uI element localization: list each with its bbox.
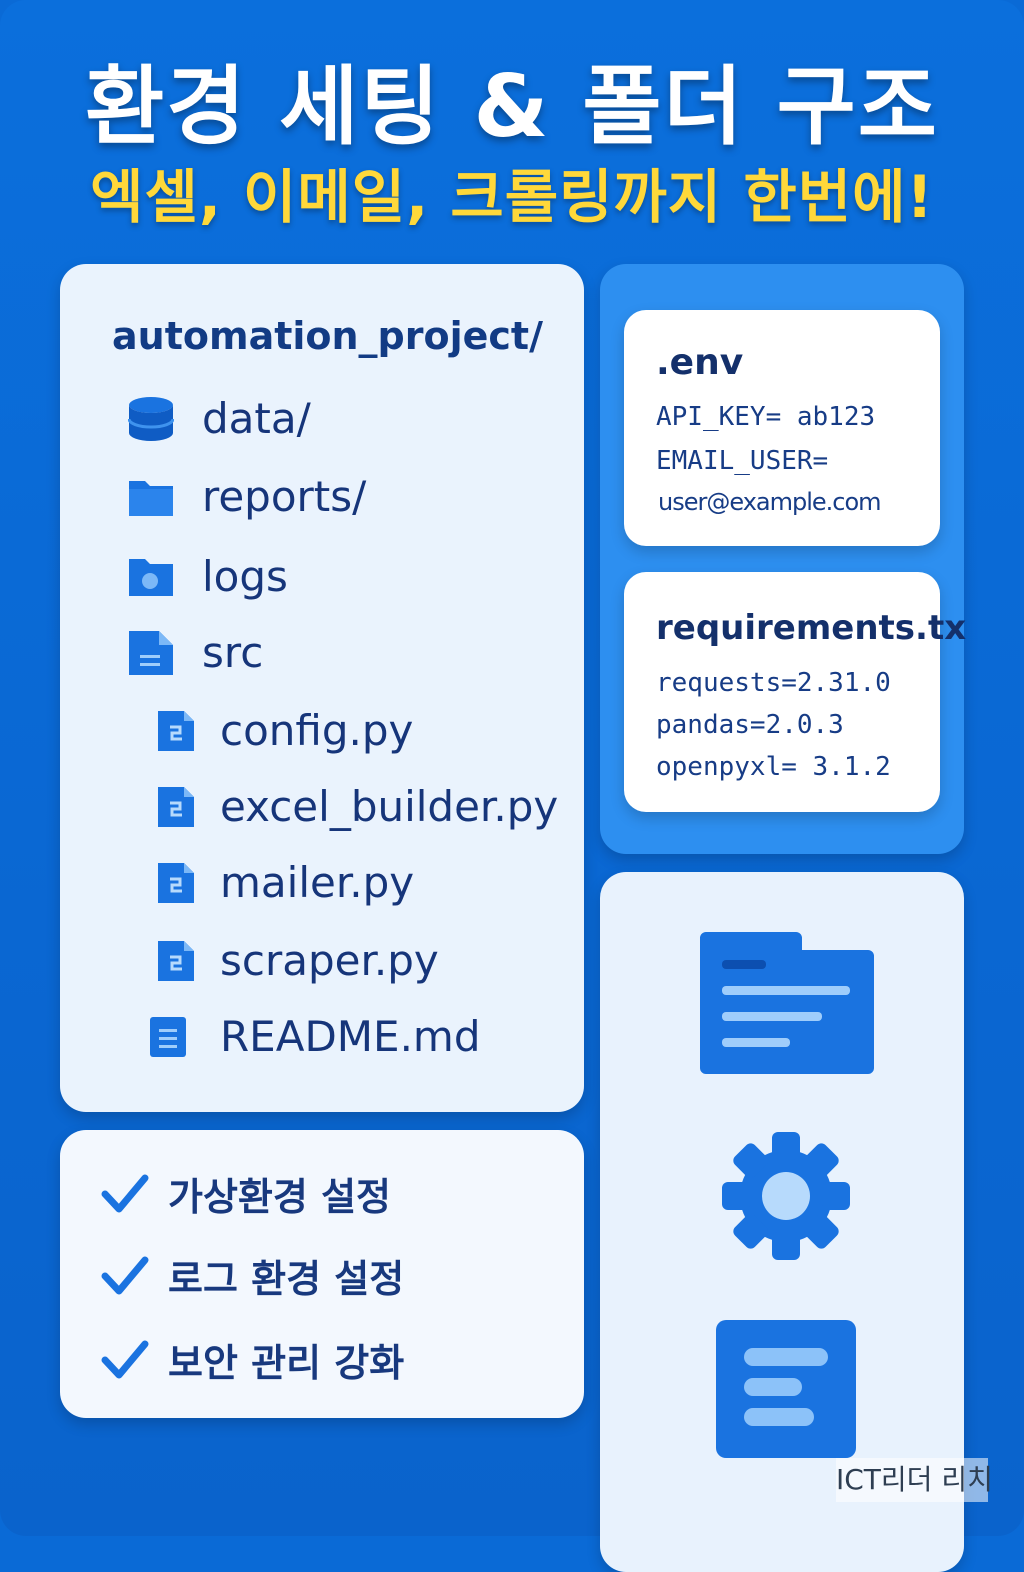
check-icon xyxy=(101,1174,149,1212)
env-line: API_KEY= ab123 xyxy=(656,402,876,432)
tree-item-mailer[interactable]: mailer.py xyxy=(156,858,414,907)
python-file-icon xyxy=(158,786,194,827)
env-file-card xyxy=(624,310,940,546)
gear-icon xyxy=(722,1132,850,1260)
root-folder-name: automation_project/ xyxy=(112,314,543,358)
tree-item-label: reports/ xyxy=(202,472,367,521)
requirements-file-name: requirements.tx xyxy=(656,608,967,648)
checklist-item: 보안 관리 강화 xyxy=(100,1332,404,1387)
tree-item-config[interactable]: config.py xyxy=(156,706,413,755)
document-icon xyxy=(150,1016,186,1057)
tree-item-logs[interactable]: logs xyxy=(128,552,288,601)
requirements-line: openpyxl= 3.1.2 xyxy=(656,752,891,782)
env-line: EMAIL_USER= xyxy=(656,446,829,476)
tree-item-label: data/ xyxy=(202,394,311,443)
watermark: ICT리더 리치 xyxy=(836,1458,993,1502)
checklist-label: 로그 환경 설정 xyxy=(168,1257,405,1301)
check-icon xyxy=(101,1256,149,1294)
env-file-name: .env xyxy=(656,342,744,383)
env-line: user@example.com xyxy=(658,488,882,516)
tree-item-src[interactable]: src xyxy=(128,628,263,677)
tree-item-scraper[interactable]: scraper.py xyxy=(156,936,439,985)
log-folder-icon xyxy=(129,558,173,596)
tree-item-data[interactable]: data/ xyxy=(128,394,311,443)
checklist-item: 가상환경 설정 xyxy=(100,1166,391,1221)
python-file-icon xyxy=(158,710,194,751)
requirements-line: requests=2.31.0 xyxy=(656,668,891,698)
tree-item-label: src xyxy=(202,628,264,677)
page-subtitle: 엑셀, 이메일, 크롤링까지 한번에! xyxy=(90,163,934,231)
folder-icon xyxy=(129,480,173,516)
tree-item-label: mailer.py xyxy=(220,858,415,907)
tree-item-label: README.md xyxy=(220,1012,481,1061)
tree-item-readme[interactable]: README.md xyxy=(148,1012,481,1061)
folder-document-icon xyxy=(700,932,874,1074)
file-icon xyxy=(129,630,173,675)
check-icon xyxy=(101,1340,149,1378)
tree-item-reports[interactable]: reports/ xyxy=(128,472,366,521)
checklist-label: 가상환경 설정 xyxy=(168,1175,391,1219)
tree-item-label: logs xyxy=(202,552,288,601)
python-file-icon xyxy=(158,862,194,903)
document-lines-icon xyxy=(716,1320,856,1458)
tree-item-label: config.py xyxy=(220,706,414,755)
tree-item-label: excel_builder.py xyxy=(220,782,559,831)
python-file-icon xyxy=(158,940,194,981)
tree-item-excel-builder[interactable]: excel_builder.py xyxy=(156,782,558,831)
database-icon xyxy=(128,396,174,441)
checklist-label: 보안 관리 강화 xyxy=(168,1341,405,1385)
requirements-file-card xyxy=(624,572,940,812)
tree-item-label: scraper.py xyxy=(220,936,439,985)
page-title: 환경 세팅 & 폴더 구조 xyxy=(85,57,939,157)
checklist-item: 로그 환경 설정 xyxy=(100,1248,404,1303)
requirements-line: pandas=2.0.3 xyxy=(656,710,844,740)
